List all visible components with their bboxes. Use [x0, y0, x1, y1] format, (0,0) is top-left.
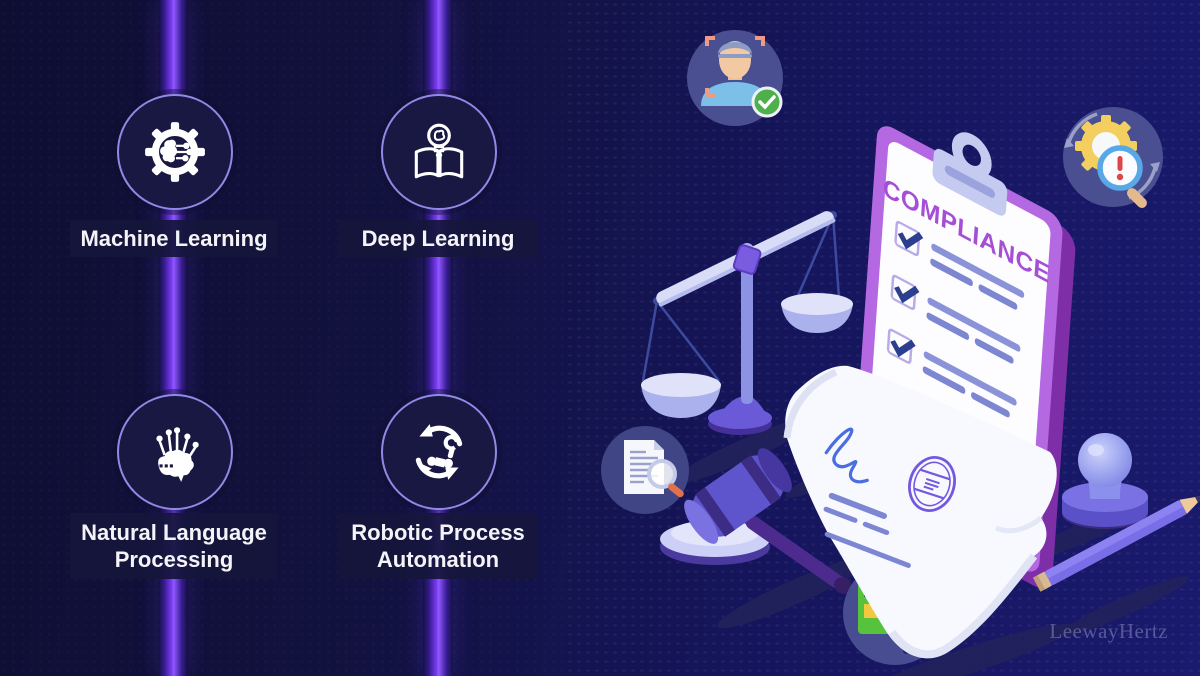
node-rpa	[381, 394, 497, 510]
signed-document	[783, 365, 1057, 659]
scales-of-justice	[641, 211, 853, 435]
label-text: Natural Language Processing	[81, 520, 267, 572]
face-verification-badge	[687, 30, 783, 126]
label-deep-learning: Deep Learning	[338, 220, 538, 257]
check-badge-icon	[751, 86, 783, 118]
label-text: Robotic Process Automation	[351, 520, 525, 572]
gear-alert-magnifier-badge	[1063, 107, 1163, 208]
node-nlp	[117, 394, 233, 510]
seal-stamp-mark	[908, 456, 956, 512]
clipboard-clip	[932, 132, 1008, 216]
document-search-badge	[601, 426, 689, 514]
pencil	[1032, 495, 1200, 592]
node-machine-learning	[117, 94, 233, 210]
document-lines	[823, 492, 911, 568]
compliance-illustration: COMPLIANCE	[601, 30, 1200, 676]
rubber-stamp	[1062, 433, 1148, 529]
label-rpa: Robotic Process Automation	[338, 513, 538, 579]
label-text: Machine Learning	[80, 226, 268, 251]
alert-magnifier-icon	[1097, 145, 1147, 208]
gavel	[660, 448, 852, 594]
gavel-handle	[745, 515, 852, 594]
neural-brain-icon	[156, 427, 199, 482]
gavel-head	[684, 448, 792, 544]
label-nlp: Natural Language Processing	[70, 513, 278, 579]
brand-watermark: LeewayHertz	[1049, 619, 1168, 643]
signature	[824, 427, 869, 484]
label-machine-learning: Machine Learning	[70, 220, 278, 257]
gear-brain-icon	[145, 122, 205, 182]
search-icon	[647, 459, 684, 498]
node-deep-learning	[381, 94, 497, 210]
label-text: Deep Learning	[361, 226, 515, 251]
automation-cycle-icon	[415, 424, 463, 480]
book-lightbulb-icon	[414, 123, 464, 179]
